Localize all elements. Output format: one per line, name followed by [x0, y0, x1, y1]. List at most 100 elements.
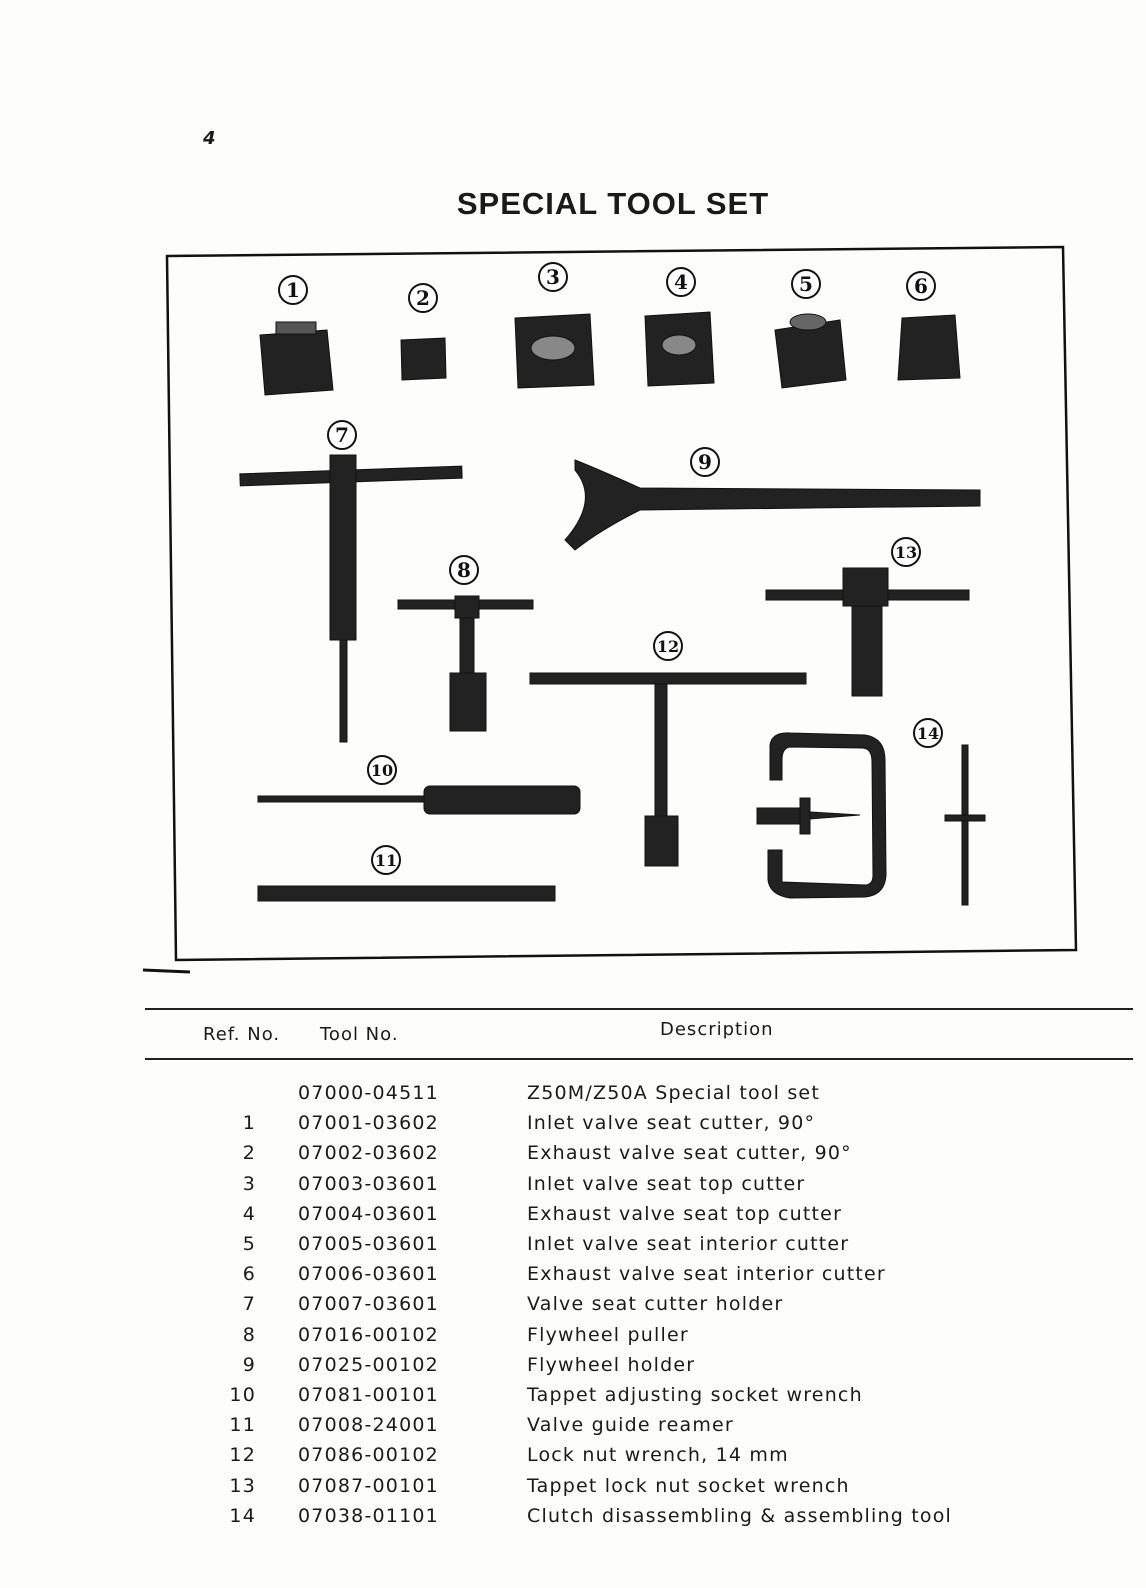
figure-border: [165, 245, 1078, 962]
tool-8-puller: [397, 595, 534, 732]
description: Inlet valve seat interior cutter: [527, 1233, 850, 1255]
callout-3: 3: [538, 262, 568, 292]
tool-no: 07002-03602: [298, 1142, 439, 1165]
table-row: 5 07005-03601 Inlet valve seat interior cu…: [0, 1233, 1146, 1263]
description: Valve seat cutter holder: [527, 1293, 784, 1316]
table-row: 8 07016-00102 Flywheel puller: [0, 1324, 1146, 1354]
callout-12: 12: [653, 631, 683, 661]
callout-11: 11: [371, 845, 401, 875]
table-row: 7 07007-03601 Valve seat cutter holder: [0, 1293, 1146, 1323]
tool-14-clutch: [756, 732, 986, 906]
svg-text:5: 5: [799, 272, 813, 296]
svg-text:13: 13: [895, 543, 917, 562]
ref-no: 14: [229, 1504, 256, 1527]
svg-text:1: 1: [286, 278, 300, 302]
svg-text:14: 14: [917, 724, 939, 743]
callout-8: 8: [449, 555, 479, 585]
tool-no: 07005-03601: [298, 1233, 439, 1255]
table-row: 6 07006-03601 Exhaust valve seat interior …: [0, 1263, 1146, 1293]
table-row: 4 07004-03601 Exhaust valve seat top cutte…: [0, 1203, 1146, 1233]
callout-10: 10: [367, 755, 397, 785]
table-row: 2 07002-03602 Exhaust valve seat cutter, 9…: [0, 1142, 1146, 1172]
callout-7: 7: [327, 420, 357, 450]
description: Exhaust valve seat cutter, 90°: [527, 1142, 852, 1165]
header-ref-no: Ref. No.: [203, 1024, 281, 1045]
page-title: SPECIAL TOOL SET: [456, 186, 770, 221]
tool-no: 07087-00101: [298, 1474, 439, 1497]
description: Lock nut wrench, 14 mm: [527, 1444, 789, 1467]
table-row: 14 07038-01101 Clutch disassembling & asse…: [0, 1505, 1146, 1535]
ref-no: 2: [242, 1142, 256, 1165]
svg-text:4: 4: [674, 270, 688, 294]
description: Exhaust valve seat interior cutter: [527, 1263, 886, 1286]
ref-no: 3: [242, 1172, 256, 1195]
ref-no: 7: [242, 1293, 256, 1316]
tool-no: 07016-00102: [298, 1323, 439, 1346]
header-tool-no: Tool No.: [320, 1024, 399, 1045]
svg-text:10: 10: [371, 761, 393, 780]
cutter-6: [897, 314, 961, 381]
ref-no: 5: [242, 1233, 256, 1255]
header-description: Description: [660, 1019, 774, 1040]
ref-no: 8: [242, 1323, 256, 1346]
cutter-3: [514, 313, 595, 389]
tool-13-socket: [765, 567, 970, 697]
callout-1: 1: [278, 275, 308, 305]
tool-no: 07081-00101: [298, 1384, 439, 1406]
tool-no: 07025-00102: [298, 1353, 439, 1376]
ref-no: 6: [242, 1263, 256, 1286]
description: Exhaust valve seat top cutter: [527, 1202, 843, 1225]
description: Flywheel puller: [527, 1323, 689, 1346]
tool-10-socket-wrench: [257, 785, 581, 815]
description: Inlet valve seat cutter, 90°: [527, 1112, 816, 1135]
description: Clutch disassembling & assembling tool: [527, 1504, 953, 1527]
tool-no: 07007-03601: [298, 1293, 439, 1316]
description: Z50M/Z50A Special tool set: [527, 1082, 820, 1104]
svg-text:6: 6: [914, 274, 928, 298]
description: Tappet lock nut socket wrench: [527, 1474, 850, 1497]
svg-text:8: 8: [457, 558, 471, 582]
svg-text:12: 12: [657, 637, 679, 656]
tool-no: 07004-03601: [298, 1202, 439, 1225]
svg-text:3: 3: [546, 265, 560, 289]
ref-no: 10: [229, 1384, 256, 1406]
cutter-5: [774, 313, 847, 389]
cutter-1: [259, 321, 334, 396]
callout-2: 2: [408, 283, 438, 313]
tool-9-flywheel-holder: [564, 459, 981, 551]
tool-no: 07008-24001: [298, 1414, 439, 1437]
cutter-4: [644, 311, 715, 387]
table-row: 13 07087-00101 Tappet lock nut socket wren…: [0, 1475, 1146, 1505]
ref-no: 4: [242, 1202, 256, 1225]
description: Flywheel holder: [527, 1353, 696, 1376]
description: Inlet valve seat top cutter: [527, 1172, 806, 1195]
table-row: 9 07025-00102 Flywheel holder: [0, 1354, 1146, 1384]
svg-text:2: 2: [416, 286, 430, 310]
svg-text:9: 9: [698, 450, 712, 474]
tool-no: 07006-03601: [298, 1263, 439, 1286]
tool-no: 07086-00102: [298, 1444, 439, 1467]
tool-no: 07000-04511: [298, 1082, 439, 1104]
callout-14: 14: [913, 718, 943, 748]
ref-no: 13: [229, 1474, 256, 1497]
callout-5: 5: [791, 269, 821, 299]
callout-9: 9: [690, 447, 720, 477]
svg-text:11: 11: [375, 851, 397, 870]
tool-no: 07038-01101: [298, 1504, 439, 1527]
table-row: 10 07081-00101 Tappet adjusting socket wre…: [0, 1384, 1146, 1414]
ref-no: 9: [242, 1353, 256, 1376]
table-row: 07000-04511 Z50M/Z50A Special tool set: [0, 1082, 1146, 1112]
description: Tappet adjusting socket wrench: [527, 1384, 863, 1406]
page-number: 4: [203, 128, 216, 149]
table-top-rule: [145, 1008, 1133, 1010]
callout-6: 6: [906, 271, 936, 301]
cutter-2: [400, 337, 447, 381]
svg-text:7: 7: [335, 423, 349, 447]
tool-12-wrench: [529, 672, 807, 867]
ref-no: 1: [242, 1112, 256, 1135]
callout-13: 13: [891, 537, 921, 567]
